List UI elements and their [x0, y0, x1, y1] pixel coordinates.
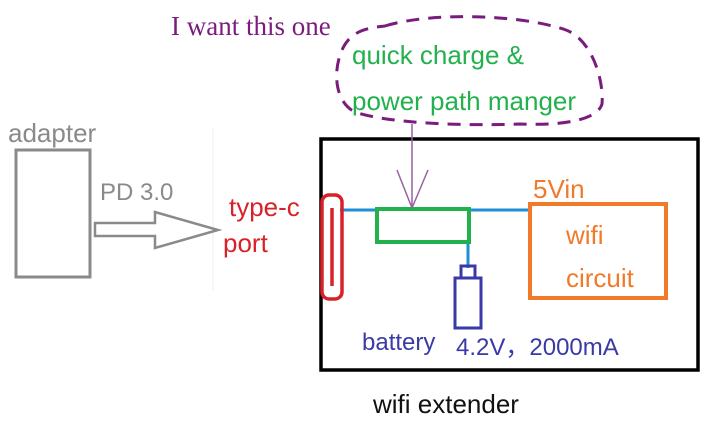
charger-chip	[375, 207, 471, 244]
typec-port	[320, 193, 344, 301]
annotation-bubble	[335, 15, 604, 127]
vin-label: 5Vin	[533, 174, 585, 204]
annotation-label: I want this one	[171, 11, 331, 41]
typec-label-line1: type-c	[229, 192, 300, 222]
extender-caption: wifi extender	[373, 389, 519, 419]
wifi-circuit-label-line1: wifi	[566, 220, 604, 250]
bubble-label-line2: power path manger	[352, 86, 577, 116]
typec-label-line2: port	[223, 228, 268, 258]
protocol-label: PD 3.0	[100, 179, 174, 206]
battery-spec-label: 4.2V，2000mA	[456, 334, 619, 361]
pd-arrow	[93, 210, 223, 250]
wifi-circuit-box	[528, 202, 668, 300]
pointer-head-right	[411, 169, 429, 209]
adapter-box	[14, 148, 92, 279]
pointer-head-left	[396, 169, 413, 209]
battery-label: battery	[362, 329, 436, 356]
wifi-circuit-label-line2: circuit	[566, 263, 634, 293]
adapter-label: adapter	[8, 118, 97, 148]
bubble-label-line1: quick charge &	[352, 40, 524, 70]
battery-body	[453, 276, 483, 330]
